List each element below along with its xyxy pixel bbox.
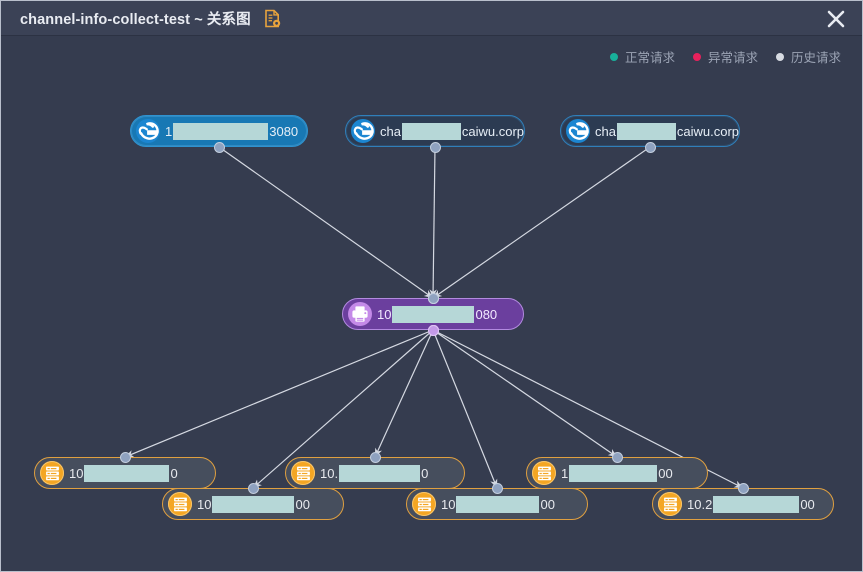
close-button[interactable] — [821, 4, 851, 34]
graph-node-db-3[interactable]: 10.0 — [285, 457, 465, 489]
document-settings-icon[interactable] — [264, 9, 281, 28]
graph-node-label: 10 00 — [197, 495, 310, 513]
node-address-suffix: 080 — [475, 306, 498, 322]
node-address-suffix: caiwu.corp — [676, 123, 739, 139]
node-address-prefix: cha — [380, 123, 401, 139]
legend-dot-history-request — [775, 52, 784, 61]
graph-node-label: 1 3080 — [165, 122, 299, 140]
graph-node-label: 10 080 — [377, 305, 498, 323]
node-address-prefix: 10.2 — [687, 496, 713, 512]
database-icon — [40, 461, 64, 485]
graph-edge-app-server-to-db-2 — [252, 329, 434, 489]
legend-label-abnormal-request: 异常请求 — [707, 51, 758, 65]
node-address-redacted — [392, 305, 475, 323]
graph-node-db-6[interactable]: 10.2 00 — [652, 488, 834, 520]
node-address-suffix: 0 — [421, 465, 429, 481]
internet-explorer-icon — [351, 119, 375, 143]
node-address-prefix: 10 — [69, 465, 84, 481]
node-address-prefix: 10. — [320, 465, 339, 481]
node-address-suffix: 0 — [170, 465, 178, 481]
node-address-redacted — [173, 122, 269, 140]
node-address-redacted — [713, 495, 800, 513]
node-address-redacted — [84, 464, 170, 482]
node-address-suffix: caiwu.corp — [461, 123, 524, 139]
legend-item-normal-request[interactable]: 正常请求 — [609, 47, 675, 66]
node-address-redacted — [569, 464, 658, 482]
node-address-suffix: 00 — [800, 496, 815, 512]
database-icon — [168, 492, 192, 516]
legend-item-abnormal-request[interactable]: 异常请求 — [692, 47, 758, 66]
graph-edge-client-2-to-app-server — [429, 146, 437, 299]
graph-node-db-4[interactable]: 10 00 — [406, 488, 588, 520]
graph-node-label: cha caiwu.corp — [595, 122, 739, 140]
graph-node-db-1[interactable]: 10 0 — [34, 457, 216, 489]
node-address-redacted — [616, 122, 676, 140]
node-address-prefix: 10 — [197, 496, 212, 512]
node-address-prefix: 1 — [561, 465, 569, 481]
node-address-prefix: cha — [595, 123, 616, 139]
node-address-suffix: 3080 — [269, 123, 299, 139]
graph-edge-client-3-to-app-server — [432, 146, 651, 299]
server-printer-icon — [348, 302, 372, 326]
legend-item-history-request[interactable]: 历史请求 — [775, 47, 841, 66]
graph-node-label: cha caiwu.corp — [380, 122, 524, 140]
graph-node-label: 1 00 — [561, 464, 673, 482]
legend-label-normal-request: 正常请求 — [624, 51, 675, 65]
graph-node-label: 10.2 00 — [687, 495, 815, 513]
node-address-redacted — [212, 495, 295, 513]
graph-edge-app-server-to-db-3 — [374, 329, 434, 458]
graph-edges — [124, 146, 744, 489]
graph-node-client-1[interactable]: 1 3080 — [130, 115, 308, 147]
database-icon — [412, 492, 436, 516]
graph-node-db-5[interactable]: 1 00 — [526, 457, 708, 489]
database-icon — [532, 461, 556, 485]
node-address-prefix: 1 — [165, 123, 173, 139]
internet-explorer-icon — [136, 119, 160, 143]
graph-edge-app-server-to-db-4 — [432, 329, 498, 489]
database-icon — [658, 492, 682, 516]
node-address-redacted — [339, 464, 421, 482]
node-address-prefix: 10 — [377, 306, 392, 322]
legend-dot-normal-request — [609, 52, 618, 61]
graph-node-label: 10.0 — [320, 464, 429, 482]
node-address-prefix: 10 — [441, 496, 456, 512]
page-title: channel-info-collect-test ~ 关系图 — [20, 11, 251, 28]
node-address-suffix: 00 — [658, 465, 673, 481]
graph-edge-app-server-to-db-1 — [124, 329, 434, 458]
node-address-suffix: 00 — [295, 496, 310, 512]
graph-edge-app-server-to-db-5 — [432, 329, 618, 458]
legend-dot-abnormal-request — [692, 52, 701, 61]
graph-node-client-2[interactable]: cha caiwu.corp — [345, 115, 525, 147]
graph-node-label: 10 00 — [441, 495, 555, 513]
legend-label-history-request: 历史请求 — [790, 51, 841, 65]
window-titlebar: channel-info-collect-test ~ 关系图 — [1, 1, 862, 36]
graph-canvas[interactable]: 正常请求 异常请求 历史请求 1 3080 cha caiwu.corp cha caiw… — [2, 37, 862, 571]
node-address-suffix: 00 — [540, 496, 555, 512]
graph-node-client-3[interactable]: cha caiwu.corp — [560, 115, 740, 147]
graph-node-db-2[interactable]: 10 00 — [162, 488, 344, 520]
legend: 正常请求 异常请求 历史请求 — [609, 47, 841, 66]
database-icon — [291, 461, 315, 485]
graph-node-app-server[interactable]: 10 080 — [342, 298, 524, 330]
node-address-redacted — [401, 122, 461, 140]
node-address-redacted — [456, 495, 540, 513]
internet-explorer-icon — [566, 119, 590, 143]
graph-node-label: 10 0 — [69, 464, 178, 482]
graph-edge-client-1-to-app-server — [218, 146, 434, 299]
